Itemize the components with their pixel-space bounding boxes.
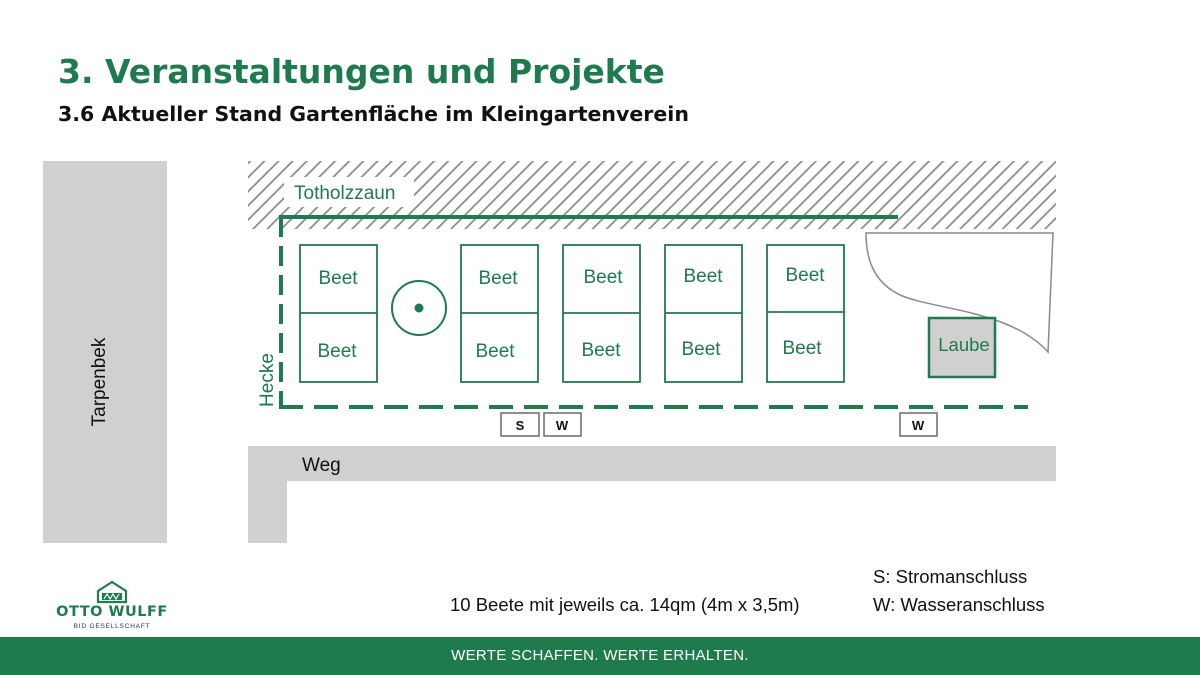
logo-subtitle: BID GESELLSCHAFT <box>73 623 151 630</box>
beet-column-2: Beet Beet <box>460 244 539 383</box>
connector-s-box <box>500 412 540 437</box>
company-logo: OTTO WULFF BID GESELLSCHAFT <box>52 580 172 630</box>
footer-slogan: WERTE SCHAFFEN. WERTE ERHALTEN. <box>451 647 749 664</box>
connector-w-box <box>543 412 582 437</box>
laube <box>927 316 997 379</box>
hecke-label: Hecke <box>257 353 278 407</box>
weg-area <box>248 446 1056 543</box>
laube-label: Laube <box>938 334 989 355</box>
beet-label: Beet <box>681 339 721 360</box>
beet-label: Beet <box>583 267 623 288</box>
totholzzaun-label: Totholzzaun <box>294 183 395 204</box>
connector-s-label: S <box>516 418 525 433</box>
beet-label: Beet <box>478 268 518 289</box>
irregular-area-outline <box>865 232 1054 354</box>
beet-label: Beet <box>318 268 358 289</box>
beet-label: Beet <box>475 341 515 362</box>
totholzzaun-label-box <box>284 177 414 207</box>
connector-w2-label: W <box>912 418 925 433</box>
beet-column-3: Beet Beet <box>562 244 641 383</box>
beete-info-note: 10 Beete mit jeweils ca. 14qm (4m x 3,5m… <box>450 594 800 615</box>
page-subtitle: 3.6 Aktueller Stand Gartenfläche im Klei… <box>58 102 689 126</box>
beet-label: Beet <box>785 265 825 286</box>
house-logo-icon <box>96 580 128 604</box>
tarpenbek-label: Tarpenbek <box>89 337 110 426</box>
page-title: 3. Veranstaltungen und Projekte <box>58 52 665 91</box>
connector-w-label: W <box>556 418 569 433</box>
footer-bar: WERTE SCHAFFEN. WERTE ERHALTEN. <box>0 637 1200 675</box>
legend-strom: S: Stromanschluss <box>873 566 1028 587</box>
tarpenbek-area <box>43 161 167 543</box>
logo-name: OTTO WULFF <box>56 604 168 620</box>
beet-bed <box>766 244 845 383</box>
beet-label: Beet <box>317 341 357 362</box>
beet-label: Beet <box>683 266 723 287</box>
tree-center-dot <box>414 303 424 313</box>
weg-label: Weg <box>302 455 341 476</box>
beet-label: Beet <box>581 340 621 361</box>
beet-label: Beet <box>782 338 822 359</box>
beet-column-1: Beet Beet <box>299 244 378 383</box>
connector-w2-box <box>899 412 938 437</box>
beet-column-4: Beet Beet <box>664 244 743 383</box>
legend-wasser: W: Wasseranschluss <box>873 594 1045 615</box>
beet-column-5: Beet Beet <box>766 244 845 383</box>
